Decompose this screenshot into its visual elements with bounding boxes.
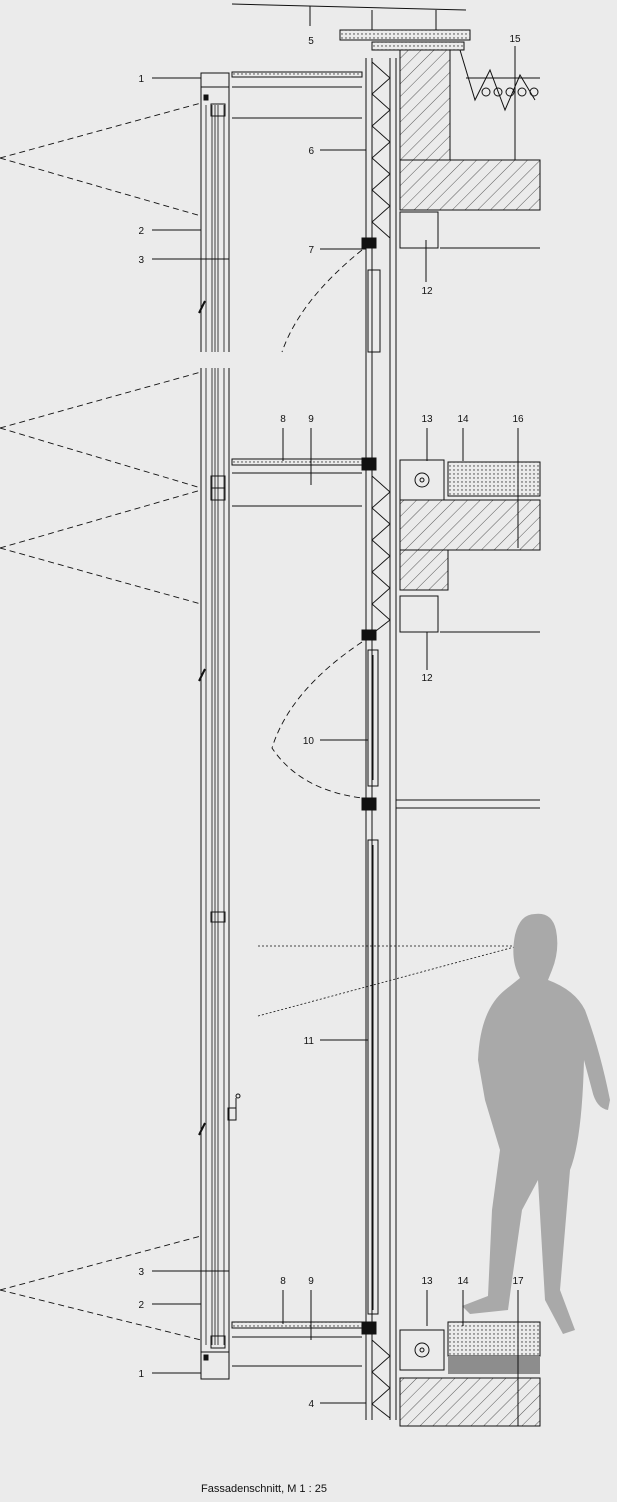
part-label-l12-top: 12 (421, 286, 433, 297)
part-label-l2-bot: 2 (138, 1300, 144, 1311)
part-label-l16: 16 (512, 414, 524, 425)
part-label-l2-top: 2 (138, 226, 144, 237)
part-label-l8-mid: 8 (280, 414, 286, 425)
part-label-l12-mid: 12 (421, 673, 433, 684)
roof-parapet (231, 3, 540, 161)
part-label-l13-mid: 13 (421, 414, 433, 425)
label-leaders (152, 46, 519, 1426)
part-label-l8-bot: 8 (280, 1276, 286, 1287)
part-label-l15: 15 (509, 34, 521, 45)
part-label-l10: 10 (303, 736, 315, 747)
part-label-l3-top: 3 (138, 255, 144, 266)
part-label-l17: 17 (512, 1276, 524, 1287)
part-label-l1-top: 1 (138, 74, 144, 85)
part-label-l13-bot: 13 (421, 1276, 433, 1287)
dashed-sightlines (0, 102, 363, 1341)
inner-facade (361, 58, 397, 1420)
part-label-l5: 5 (308, 36, 314, 47)
part-label-l6: 6 (308, 146, 314, 157)
outer-glass-facade (198, 72, 241, 1380)
drawing-caption: Fassadenschnitt, M 1 : 25 (201, 1483, 327, 1495)
part-label-l3-bot: 3 (138, 1267, 144, 1278)
part-label-l14-bot: 14 (457, 1276, 469, 1287)
part-label-l14-mid: 14 (457, 414, 469, 425)
part-label-l1-bot: 1 (138, 1369, 144, 1380)
part-label-l9-bot: 9 (308, 1276, 314, 1287)
part-label-l4: 4 (308, 1399, 314, 1410)
dotted-sightlines (257, 945, 519, 1017)
human-silhouette-figure (462, 913, 610, 1334)
part-label-l11: 11 (304, 1036, 315, 1047)
part-label-l9-mid: 9 (308, 414, 314, 425)
linework (0, 3, 617, 1427)
part-label-l7: 7 (308, 245, 314, 256)
floor-slabs (396, 159, 541, 1427)
cavity-grilles (231, 71, 363, 1367)
